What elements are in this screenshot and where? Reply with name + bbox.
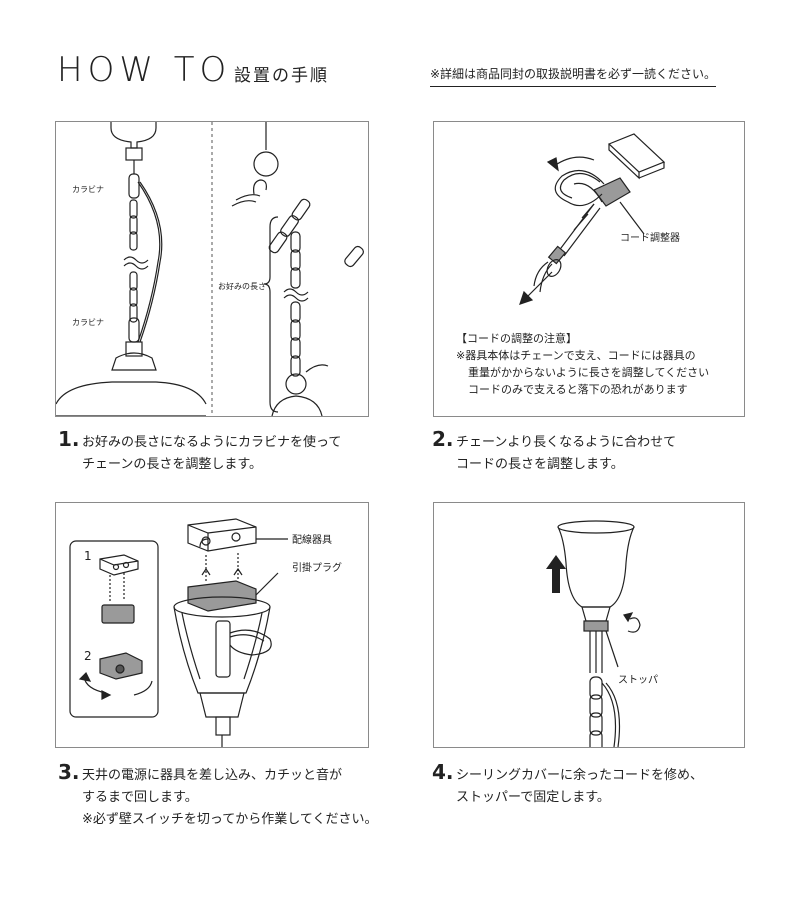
caution-title: 【コードの調整の注意】 bbox=[456, 330, 709, 347]
step-1-number: 1. bbox=[58, 428, 76, 450]
hook-plug-label: 引掛プラグ bbox=[292, 559, 342, 574]
step-1-caption: 1. お好みの長さになるようにカラビナを使って チェーンの長さを調整します。 bbox=[58, 428, 341, 476]
step-4-line-2: ストッパーで固定します。 bbox=[432, 787, 703, 809]
ceiling-cover-drawing bbox=[434, 503, 744, 747]
step-4-line-1: シーリングカバーに余ったコードを修め、 bbox=[456, 768, 703, 783]
step4-illustration: ストッパ bbox=[433, 502, 745, 748]
step1-illustration: カラビナ カラビナ お好みの長さ bbox=[55, 121, 369, 417]
cord-adjust-drawing bbox=[434, 122, 744, 322]
step-3-caption: 3. 天井の電源に器具を差し込み、カチッと音が するまで回します。 ※必ず壁スイッ… bbox=[58, 761, 377, 831]
step-2-line-1: チェーンより長くなるように合わせて bbox=[456, 435, 676, 450]
cord-adjuster-label: コード調整器 bbox=[620, 229, 680, 244]
step-3-line-1: 天井の電源に器具を差し込み、カチッと音が bbox=[82, 768, 342, 783]
step-3-number: 3. bbox=[58, 761, 76, 783]
cord-caution-note: 【コードの調整の注意】 ※器具本体はチェーンで支え、コードには器具の 重量がかか… bbox=[456, 330, 709, 398]
step-3-line-2: するまで回します。 bbox=[58, 787, 377, 809]
page-subtitle: 設置の手順 bbox=[234, 61, 329, 86]
step3-illustration: 1 2 配線器具 引掛プラグ bbox=[55, 502, 369, 748]
inset-step-1: 1 bbox=[84, 549, 92, 563]
step-2-line-2: コードの長さを調整します。 bbox=[432, 454, 676, 476]
step-1-line-2: チェーンの長さを調整します。 bbox=[58, 454, 341, 476]
wiring-device-label: 配線器具 bbox=[292, 531, 332, 546]
step-4-number: 4. bbox=[432, 761, 450, 783]
step-2-number: 2. bbox=[432, 428, 450, 450]
caution-line-3: コードのみで支えると落下の恐れがあります bbox=[456, 381, 709, 398]
step-2-caption: 2. チェーンより長くなるように合わせて コードの長さを調整します。 bbox=[432, 428, 676, 476]
preferred-length-label: お好みの長さ bbox=[218, 281, 266, 292]
page-title: HOW TO bbox=[57, 50, 231, 90]
step-3-line-3: ※必ず壁スイッチを切ってから作業してください。 bbox=[58, 809, 377, 831]
stopper-label: ストッパ bbox=[618, 671, 658, 686]
manual-note: ※詳細は商品同封の取扱説明書を必ず一読ください。 bbox=[430, 65, 716, 87]
chain-adjust-drawing bbox=[56, 122, 368, 416]
inset-step-2: 2 bbox=[84, 649, 92, 663]
step-1-line-1: お好みの長さになるようにカラビナを使って bbox=[82, 435, 341, 450]
caution-line-2: 重量がかからないように長さを調整してください bbox=[456, 364, 709, 381]
caution-line-1: ※器具本体はチェーンで支え、コードには器具の bbox=[456, 347, 709, 364]
step-4-caption: 4. シーリングカバーに余ったコードを修め、 ストッパーで固定します。 bbox=[432, 761, 703, 809]
carabiner-label-bottom: カラビナ bbox=[72, 317, 104, 328]
carabiner-label-top: カラビナ bbox=[72, 184, 104, 195]
